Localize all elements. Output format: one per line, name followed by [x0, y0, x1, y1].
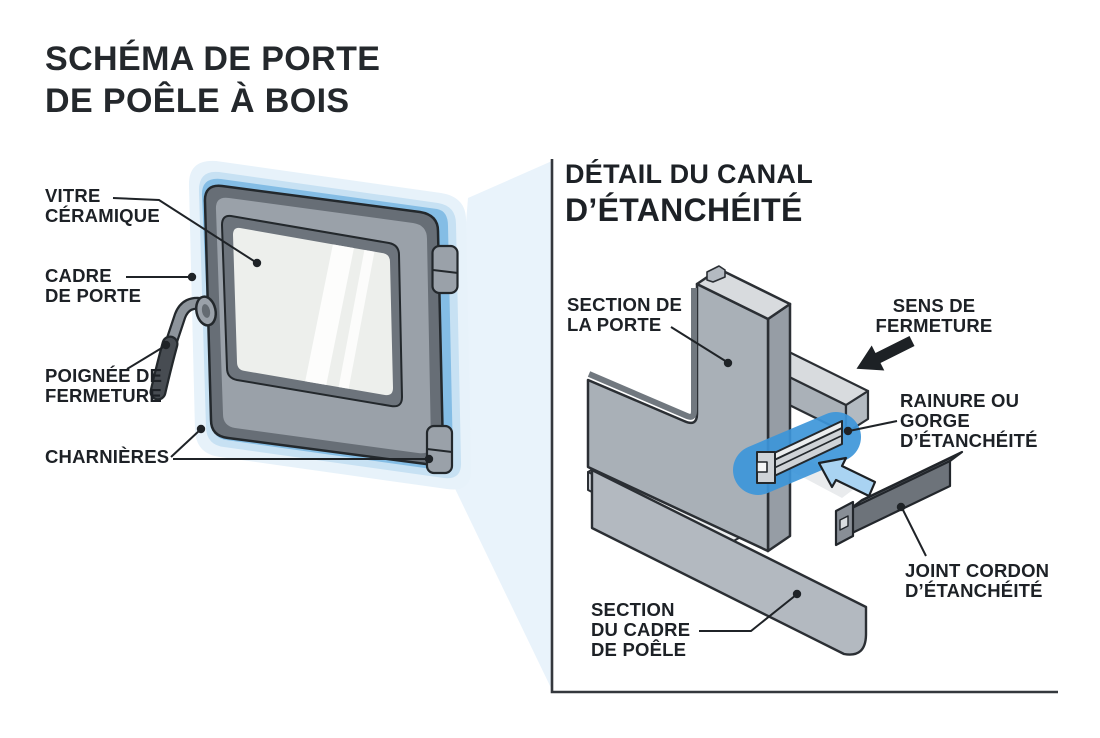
leader-charnieres-1	[170, 429, 201, 458]
label-cadre-de-porte: CADRE DE PORTE	[45, 265, 142, 306]
seal-channel-detail-3d	[586, 265, 964, 656]
stove-frame-panel-3d	[590, 468, 868, 656]
detail-panel-border	[550, 159, 1058, 694]
detail-title-line2: D’ÉTANCHÉITÉ	[565, 192, 803, 228]
label-vitre-ceramique: VITRE CÉRAMIQUE	[45, 185, 160, 226]
door-illustration	[149, 160, 472, 490]
rail-end-profile	[756, 451, 776, 484]
handle-boss	[194, 295, 218, 327]
label-rainure-gorge: RAINURE OU GORGE D’ÉTANCHÉITÉ	[900, 390, 1038, 451]
main-title: SCHÉMA DE PORTE DE POÊLE À BOIS	[45, 40, 381, 121]
leader-joint	[901, 507, 927, 557]
door-section-side-face	[766, 302, 792, 553]
label-charnieres: CHARNIÈRES	[45, 446, 170, 467]
closing-direction-arrow	[856, 336, 915, 371]
leader-poignee	[126, 345, 166, 370]
label-section-porte: SECTION DE LA PORTE	[567, 294, 683, 335]
detail-title-line1: DÉTAIL DU CANAL	[565, 159, 813, 189]
leader-dots	[161, 258, 906, 599]
magnifier-beam	[446, 161, 552, 690]
door-section-front-face	[586, 282, 770, 553]
label-section-cadre-poele: SECTION DU CADRE DE POÊLE	[591, 599, 691, 660]
door-section-edge-bevel	[587, 288, 697, 420]
leader-section-cadre	[699, 594, 797, 632]
glass-reflection	[299, 229, 377, 396]
gasket-cord-3d	[834, 450, 964, 547]
door-section-3d	[586, 265, 792, 553]
leader-rainure	[848, 420, 898, 432]
door-hinge-top	[431, 244, 459, 295]
seal-groove-rail-3d	[756, 420, 843, 484]
label-poignee-fermeture: POIGNÉE DE FERMETURE	[45, 365, 163, 406]
gasket-end-profile	[834, 500, 855, 547]
leader-lines	[112, 197, 927, 632]
door-hinge-bottom	[425, 424, 454, 475]
label-sens-fermeture: SENS DE FERMETURE	[875, 295, 993, 336]
insertion-arrow	[817, 456, 877, 498]
leader-section-porte	[670, 326, 728, 363]
label-joint-cordon: JOINT CORDON D’ÉTANCHÉITÉ	[905, 560, 1050, 601]
leader-vitre	[112, 197, 258, 264]
door-section-top-notch	[706, 265, 726, 283]
